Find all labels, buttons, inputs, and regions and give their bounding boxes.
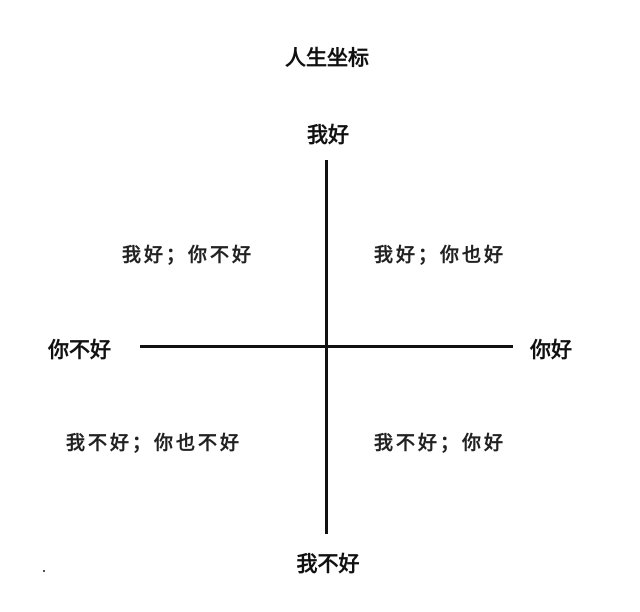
quadrant-bottom-right: 我不好；你好 bbox=[374, 432, 507, 454]
quadrant-bottom-left: 我不好；你也不好 bbox=[66, 432, 243, 454]
speck-artifact bbox=[43, 570, 45, 572]
axis-label-right: 你好 bbox=[530, 338, 572, 362]
diagram-title: 人生坐标 bbox=[285, 46, 369, 70]
axis-label-bottom: 我不好 bbox=[296, 552, 360, 576]
quadrant-top-right: 我好；你也好 bbox=[374, 244, 507, 266]
axis-label-top: 我好 bbox=[307, 123, 349, 147]
horizontal-axis bbox=[140, 345, 513, 348]
axis-label-left: 你不好 bbox=[48, 338, 111, 362]
quadrant-top-left: 我好；你不好 bbox=[122, 244, 255, 266]
